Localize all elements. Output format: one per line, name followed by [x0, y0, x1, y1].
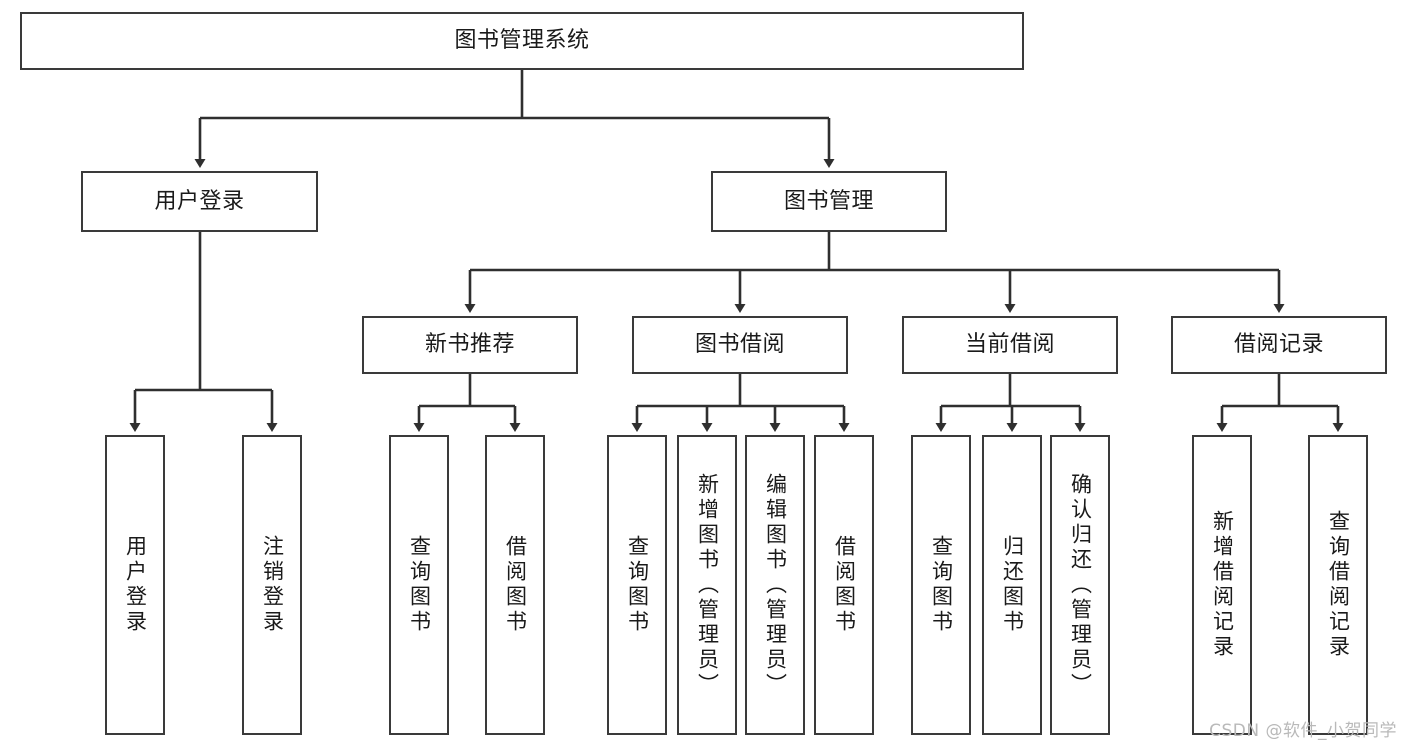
node-newbook[interactable]: 新书推荐	[362, 316, 578, 374]
node-records[interactable]: 借阅记录	[1171, 316, 1387, 374]
node-leaf-login-1[interactable]: 用户登录	[105, 435, 165, 735]
node-root[interactable]: 图书管理系统	[20, 12, 1024, 70]
node-borrow[interactable]: 图书借阅	[632, 316, 848, 374]
node-leaf-rec-2[interactable]: 查询借阅记录	[1308, 435, 1368, 735]
node-label: 用户登录	[154, 188, 245, 214]
node-leaf-cur-2[interactable]: 归还图书	[982, 435, 1042, 735]
node-label: 编辑图书（管理员）	[763, 472, 788, 698]
node-current[interactable]: 当前借阅	[902, 316, 1118, 374]
node-label: 新增图书（管理员）	[695, 472, 720, 698]
node-leaf-bor-1[interactable]: 查询图书	[607, 435, 667, 735]
node-label: 图书借阅	[694, 332, 785, 358]
node-label: 借阅记录	[1233, 332, 1324, 358]
node-label: 用户登录	[123, 535, 148, 635]
node-label: 归还图书	[1000, 535, 1025, 635]
node-label: 查询图书	[407, 535, 432, 635]
node-leaf-new-2[interactable]: 借阅图书	[485, 435, 545, 735]
node-label: 注销登录	[260, 535, 285, 635]
node-leaf-bor-4[interactable]: 借阅图书	[814, 435, 874, 735]
node-label: 图书管理	[783, 188, 874, 214]
node-label: 借阅图书	[503, 535, 528, 635]
node-leaf-rec-1[interactable]: 新增借阅记录	[1192, 435, 1252, 735]
node-leaf-cur-1[interactable]: 查询图书	[911, 435, 971, 735]
node-label: 借阅图书	[832, 535, 857, 635]
node-leaf-login-2[interactable]: 注销登录	[242, 435, 302, 735]
node-bookmgmt[interactable]: 图书管理	[711, 171, 947, 232]
node-label: 新增借阅记录	[1210, 510, 1235, 660]
node-leaf-bor-3[interactable]: 编辑图书（管理员）	[745, 435, 805, 735]
node-leaf-cur-3[interactable]: 确认归还（管理员）	[1050, 435, 1110, 735]
node-label: 查询图书	[929, 535, 954, 635]
node-label: 查询图书	[625, 535, 650, 635]
node-login[interactable]: 用户登录	[81, 171, 318, 232]
node-leaf-new-1[interactable]: 查询图书	[389, 435, 449, 735]
node-label: 查询借阅记录	[1326, 510, 1351, 660]
node-label: 新书推荐	[424, 332, 515, 358]
node-label: 图书管理系统	[454, 28, 590, 54]
node-label: 当前借阅	[964, 332, 1055, 358]
node-label: 确认归还（管理员）	[1068, 472, 1093, 698]
node-leaf-bor-2[interactable]: 新增图书（管理员）	[677, 435, 737, 735]
